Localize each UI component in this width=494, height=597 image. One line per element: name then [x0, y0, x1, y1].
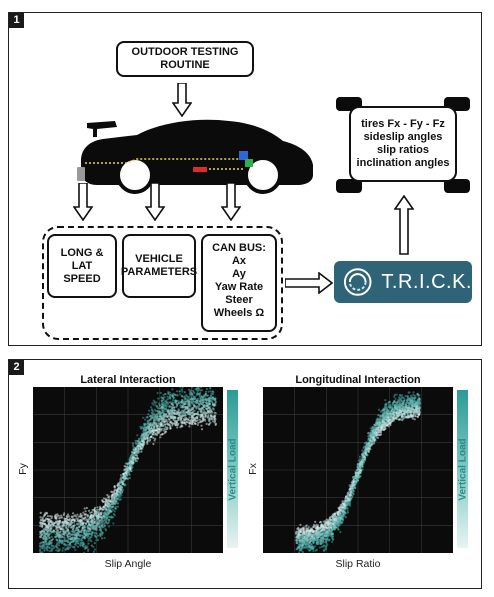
rear-wing-icon [87, 121, 117, 137]
longitudinal-y-axis-label: Fx [246, 463, 259, 475]
long-lat-speed-box: LONG & LAT SPEED [47, 234, 117, 298]
lateral-scatter-plot [33, 387, 223, 553]
arrow-to-trick-icon [285, 272, 333, 294]
longitudinal-colorbar [457, 390, 468, 548]
panel-2-number: 2 [9, 360, 24, 375]
tire-forces-box: tires Fx - Fy - Fz sideslip angles slip … [349, 106, 457, 182]
outdoor-testing-box: OUTDOOR TESTING ROUTINE [116, 41, 254, 77]
panel-1-number: 1 [9, 13, 24, 28]
arrow-to-canbus-icon [221, 183, 241, 221]
outdoor-testing-label: OUTDOOR TESTING ROUTINE [131, 46, 239, 71]
sensor-data-group [42, 226, 283, 340]
lateral-y-axis-label: Fy [16, 463, 29, 475]
lateral-colorbar-label: Vertical Load [227, 438, 239, 501]
lateral-colorbar [227, 390, 238, 548]
imu-blue-icon [239, 151, 248, 160]
front-wheel-icon [244, 156, 282, 194]
canbus-box: CAN BUS: Ax Ay Yaw Rate Steer Wheels Ω [201, 234, 277, 332]
panel-2: 2 Lateral Interaction Fy Slip Angle Vert… [8, 359, 482, 589]
vehicle-parameters-box: VEHICLE PARAMETERS [120, 234, 198, 298]
longitudinal-plot-area [263, 387, 453, 553]
trick-tool-box: T.R.I.C.K. [334, 261, 472, 303]
lateral-plot-title: Lateral Interaction [80, 374, 176, 386]
tire-forces-label: tires Fx - Fy - Fz sideslip angles slip … [356, 118, 450, 169]
panel-1: 1 OUTDOOR TESTING ROUTINE LONG & L [8, 12, 482, 346]
car-illustration [77, 119, 313, 194]
arrow-to-vehicle-icon [145, 183, 165, 221]
longitudinal-x-axis-label: Slip Ratio [335, 558, 381, 570]
arrow-to-car-icon [172, 83, 192, 117]
speed-sensor-icon [77, 167, 85, 181]
lateral-plot-area [33, 387, 223, 553]
imu-green-icon [245, 159, 253, 167]
long-lat-speed-label: LONG & LAT SPEED [60, 246, 104, 285]
lateral-x-axis-label: Slip Angle [104, 558, 152, 570]
rear-wheel-icon [116, 156, 154, 194]
longitudinal-plot-title: Longitudinal Interaction [295, 374, 421, 386]
longitudinal-scatter-plot [263, 387, 453, 553]
red-sensor-icon [193, 167, 207, 172]
trick-label: T.R.I.C.K. [381, 270, 472, 293]
vehicle-parameters-label: VEHICLE PARAMETERS [120, 253, 198, 278]
canbus-label: CAN BUS: Ax Ay Yaw Rate Steer Wheels Ω [212, 242, 266, 319]
longitudinal-colorbar-label: Vertical Load [457, 438, 469, 501]
arrow-to-tires-icon [394, 195, 414, 255]
arrow-to-speed-icon [73, 183, 93, 221]
trick-logo-icon [343, 268, 372, 296]
